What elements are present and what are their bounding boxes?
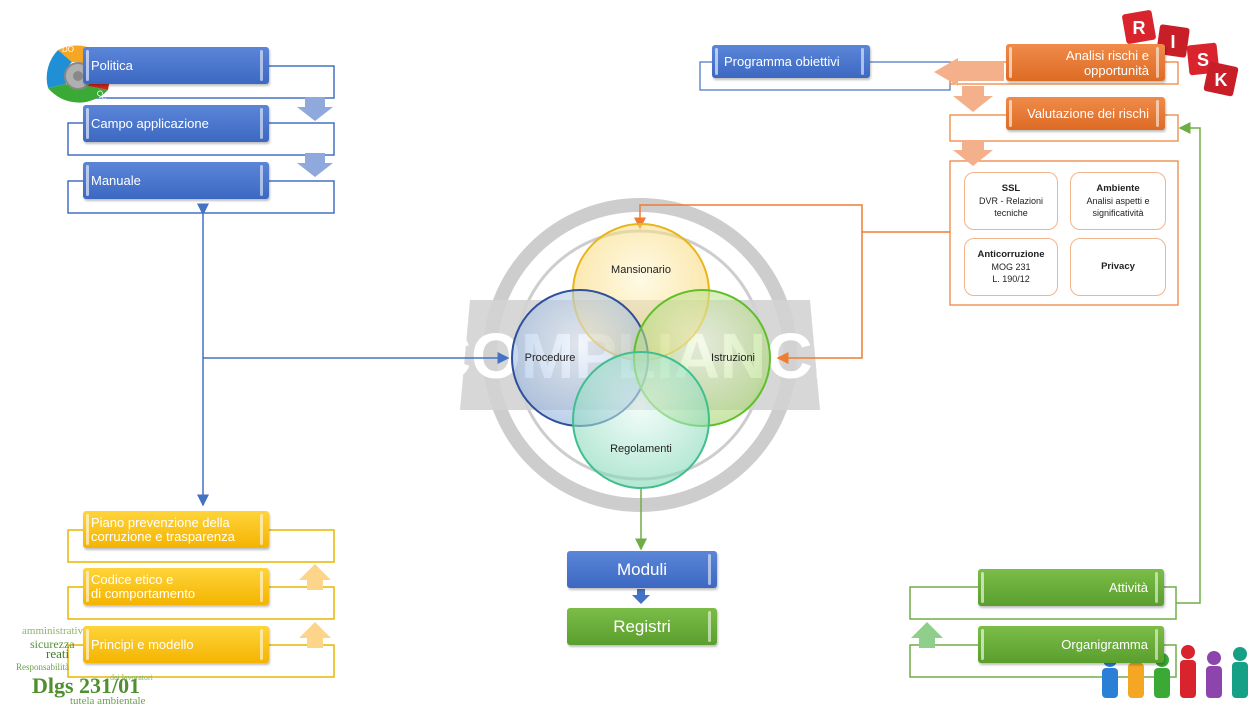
piano-prevenzione-line2: corruzione e trasparenza	[91, 528, 235, 544]
svg-text:Responsabilità: Responsabilità	[16, 662, 69, 672]
privacy-title: Privacy	[1101, 261, 1135, 272]
istruzioni-label: Istruzioni	[710, 352, 756, 364]
anticorruzione-line1: MOG 231	[991, 262, 1031, 272]
ambiente-title: Ambiente	[1096, 183, 1140, 194]
ambiente-cell[interactable]: Ambiente Analisi aspetti e significativi…	[1070, 172, 1166, 230]
principi-modello-box[interactable]: Principi e modello	[83, 626, 269, 663]
down-arrow-orange-1	[953, 86, 993, 112]
piano-prevenzione-line1: Piano prevenzione della	[91, 514, 230, 530]
principi-modello-label: Principi e modello	[91, 636, 194, 652]
analisi-rischi-line2: opportunità	[1083, 62, 1149, 78]
valutazione-rischi-label: Valutazione dei rischi	[1027, 106, 1149, 121]
campo-applicazione-label: Campo applicazione	[91, 116, 209, 131]
anticorruzione-line2: L. 190/12	[992, 274, 1030, 284]
codice-etico-line1: Codice etico e	[91, 571, 174, 587]
manuale-label: Manuale	[91, 173, 141, 188]
ambiente-line1: Analisi aspetti e	[1086, 196, 1150, 206]
down-arrow-2	[297, 153, 333, 177]
anticorruzione-cell[interactable]: Anticorruzione MOG 231 L. 190/12	[964, 238, 1058, 296]
svg-text:S: S	[1197, 50, 1209, 70]
organigramma-box[interactable]: Organigramma	[978, 626, 1164, 663]
attivita-box[interactable]: Attività	[978, 569, 1164, 606]
frame-grid	[949, 160, 1179, 306]
procedure-label: Procedure	[524, 352, 576, 364]
svg-text:Dlgs 231/01: Dlgs 231/01	[32, 673, 140, 698]
down-arrow-1	[297, 97, 333, 121]
down-arrow-orange-2	[953, 140, 993, 166]
codice-etico-line2: di comportamento	[91, 585, 196, 601]
politica-label: Politica	[91, 58, 133, 73]
svg-text:reati: reati	[46, 646, 69, 661]
analisi-rischi-line1: Analisi rischi e	[1065, 47, 1149, 63]
svg-text:I: I	[1170, 32, 1175, 52]
ssl-title: SSL	[1001, 183, 1021, 194]
analisi-rischi-box[interactable]: Analisi rischi e opportunità	[1006, 44, 1165, 81]
svg-text:ACT: ACT	[33, 102, 51, 118]
moduli-label: Moduli	[616, 559, 668, 579]
left-arrow-orange	[934, 58, 1004, 86]
up-arrow-green	[911, 622, 943, 648]
valutazione-rischi-box[interactable]: Valutazione dei rischi	[1006, 97, 1165, 130]
svg-text:DO: DO	[62, 45, 74, 54]
piano-prevenzione-box[interactable]: Piano prevenzione della corruzione e tra…	[83, 511, 269, 548]
organigramma-label: Organigramma	[1061, 637, 1148, 652]
moduli-box[interactable]: Moduli	[567, 551, 717, 588]
svg-text:K: K	[1215, 70, 1228, 90]
programma-obiettivi-label: Programma obiettivi	[724, 54, 840, 69]
svg-text:R: R	[1133, 18, 1146, 38]
attivita-label: Attività	[1108, 580, 1148, 595]
politica-box[interactable]: Politica	[83, 47, 269, 84]
up-arrow-1	[299, 564, 331, 590]
orange-to-mansionario	[634, 204, 863, 232]
mansionario-label: Mansionario	[611, 264, 671, 276]
codice-etico-box[interactable]: Codice etico e di comportamento	[83, 568, 269, 605]
registri-box[interactable]: Registri	[567, 608, 717, 645]
svg-text:tutela ambientale: tutela ambientale	[70, 695, 146, 706]
ambiente-line2: significatività	[1092, 208, 1144, 218]
ssl-line1: DVR - Relazioni	[978, 196, 1044, 206]
svg-text:sicurezza: sicurezza	[30, 637, 75, 651]
campo-applicazione-box[interactable]: Campo applicazione	[83, 105, 269, 142]
ssl-cell[interactable]: SSL DVR - Relazioni tecniche	[964, 172, 1058, 230]
up-arrow-2	[299, 622, 331, 648]
people-team-icon	[1102, 645, 1248, 698]
programma-obiettivi-box[interactable]: Programma obiettivi	[712, 45, 870, 78]
registri-label: Registri	[613, 616, 671, 636]
orange-to-istruzioni	[776, 231, 950, 364]
svg-text:dei lavoratori: dei lavoratori	[110, 673, 154, 682]
anticorruzione-title: Anticorruzione	[977, 249, 1045, 260]
svg-text:amministrativa: amministrativa	[22, 625, 88, 637]
privacy-cell[interactable]: Privacy	[1070, 238, 1166, 296]
regolamenti-label: Regolamenti	[610, 443, 672, 455]
svg-text:PLAN: PLAN	[14, 50, 32, 73]
green-connector	[1176, 122, 1201, 604]
ssl-line2: tecniche	[994, 208, 1028, 218]
risk-dice-icon: R I S K	[1122, 10, 1239, 97]
moduli-registri-arrow	[632, 589, 650, 604]
manuale-box[interactable]: Manuale	[83, 162, 269, 199]
dlgs-wordcloud: amministrativa sicurezza reati Responsab…	[16, 625, 154, 706]
circle-regolamenti	[572, 351, 710, 489]
